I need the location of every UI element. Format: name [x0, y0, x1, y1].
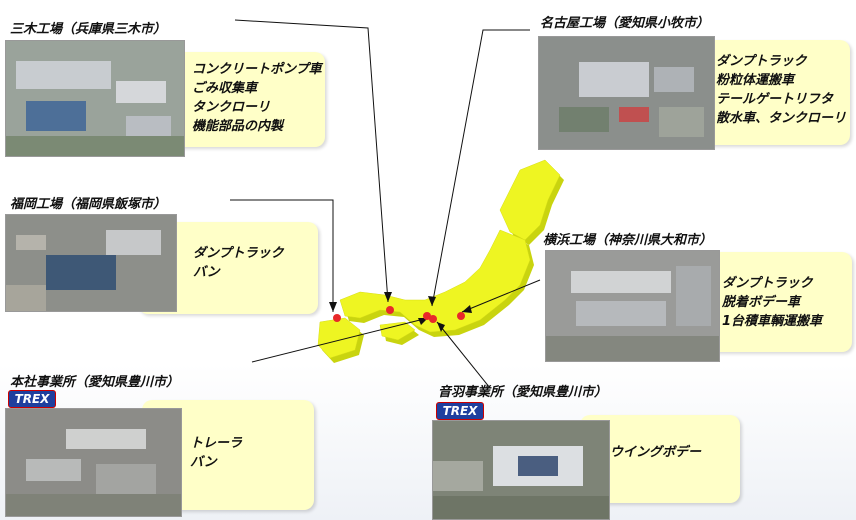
honsha-product: トレーラ [190, 436, 243, 451]
otowa-product: ウイングボデー [610, 445, 702, 460]
nagoya-title: 名古屋工場（愛知県小牧市） [540, 16, 710, 31]
miki-aerial-photo [5, 40, 185, 157]
fukuoka-title: 福岡工場（福岡県飯塚市） [10, 197, 167, 212]
yokohama-aerial-photo [545, 250, 720, 362]
miki-product: コンクリートポンプ車 [192, 62, 322, 77]
nagoya-product: テールゲートリフタ [716, 92, 834, 107]
otowa-trex-logo: TREX [436, 402, 484, 420]
honsha-title: 本社事業所（愛知県豊川市） [10, 375, 180, 390]
nagoya-marker [423, 312, 431, 320]
fukuoka-aerial-photo [5, 214, 177, 312]
otowa-title: 音羽事業所（愛知県豊川市） [438, 385, 608, 400]
nagoya-aerial-photo [538, 36, 715, 150]
nagoya-product: ダンプトラック [716, 54, 807, 69]
miki-marker [386, 306, 394, 314]
miki-product: ごみ収集車 [192, 81, 258, 96]
honsha-aerial-photo [5, 408, 182, 517]
yokohama-product: 1台積車輌運搬車 [722, 314, 823, 329]
fukuoka-marker [333, 314, 341, 322]
miki-product: 機能部品の内製 [192, 119, 284, 134]
otowa-aerial-photo [432, 420, 610, 520]
nagoya-product: 粉粒体運搬車 [716, 73, 795, 88]
nagoya-product: 散水車、タンクローリ [716, 111, 847, 126]
miki-title: 三木工場（兵庫県三木市） [10, 22, 167, 37]
fukuoka-product: バン [193, 265, 220, 280]
miki-product: タンクローリ [192, 100, 271, 115]
honsha-trex-logo: TREX [8, 390, 56, 408]
yokohama-product: ダンプトラック [722, 276, 813, 291]
toyokawa-marker [429, 315, 437, 323]
yokohama-title: 横浜工場（神奈川県大和市） [543, 233, 713, 248]
honsha-product: バン [190, 455, 217, 470]
yokohama-marker [457, 312, 465, 320]
yokohama-callout: ダンプトラック 脱着ボデー車 1台積車輌運搬車 [700, 252, 852, 352]
nagoya-callout: ダンプトラック 粉粒体運搬車 テールゲートリフタ 散水車、タンクローリ [690, 40, 850, 145]
fukuoka-product: ダンプトラック [193, 246, 284, 261]
yokohama-product: 脱着ボデー車 [722, 295, 801, 310]
